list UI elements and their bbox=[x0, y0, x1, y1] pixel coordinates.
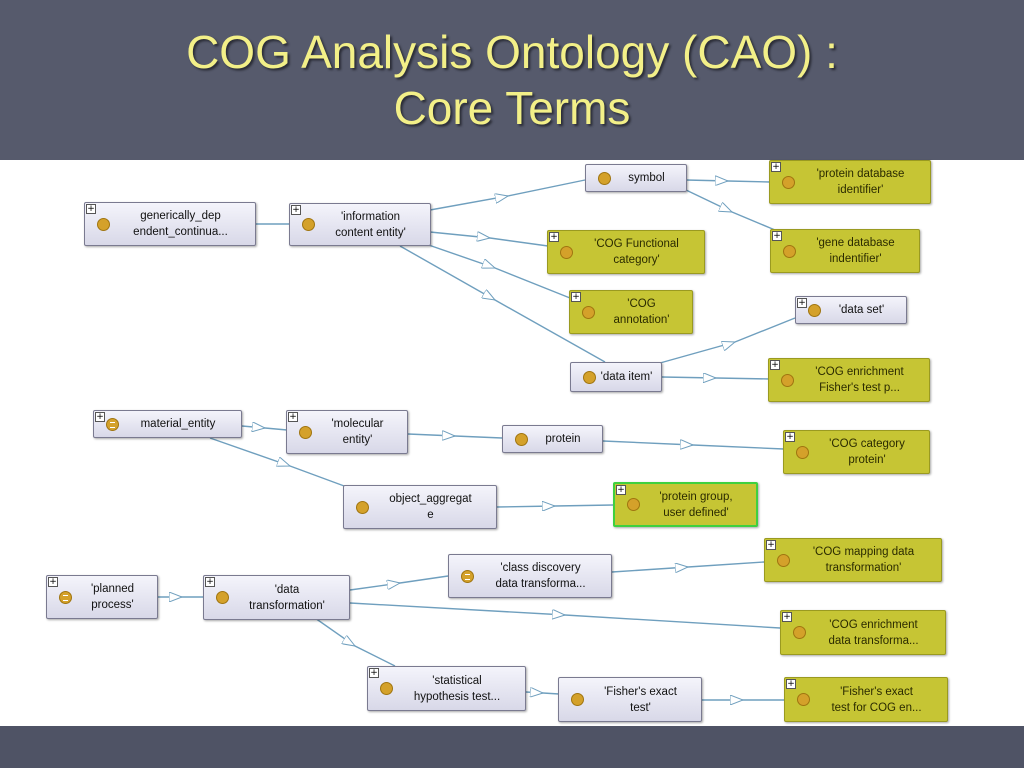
slide-footer-band bbox=[0, 726, 1024, 768]
edge-dt-classdisc bbox=[349, 575, 449, 591]
slide-title: COG Analysis Ontology (CAO) : Core Terms bbox=[0, 24, 1024, 136]
edge-dataitem-fisher bbox=[661, 377, 771, 379]
edge-ice-dataitem bbox=[399, 245, 606, 363]
expand-icon[interactable]: + bbox=[766, 540, 776, 550]
class-icon bbox=[515, 432, 528, 446]
edge-dt-stathyp bbox=[314, 617, 396, 667]
equivalent-class-icon bbox=[461, 569, 474, 583]
expand-icon[interactable]: + bbox=[770, 360, 780, 370]
edge-material-molecular bbox=[241, 426, 288, 430]
class-icon bbox=[216, 591, 229, 604]
expand-icon[interactable]: + bbox=[782, 612, 792, 622]
edge-dt-cogenrich bbox=[349, 602, 781, 629]
individual-icon bbox=[782, 175, 795, 189]
class-icon bbox=[97, 217, 110, 231]
individual-icon bbox=[797, 693, 810, 706]
node-protein[interactable]: protein bbox=[502, 425, 603, 453]
edge-objagg-protgroup bbox=[496, 505, 614, 507]
edge-ice-cogfunc bbox=[429, 231, 549, 247]
expand-icon[interactable]: + bbox=[369, 668, 379, 678]
class-icon bbox=[808, 303, 821, 317]
expand-icon[interactable]: + bbox=[786, 679, 796, 689]
expand-icon[interactable]: + bbox=[785, 432, 795, 442]
expand-icon[interactable]: + bbox=[772, 231, 782, 241]
node-protein-group-user-defined[interactable]: + 'protein group,user defined' bbox=[613, 482, 758, 527]
expand-icon[interactable]: + bbox=[571, 292, 581, 302]
edge-material-objagg bbox=[209, 437, 356, 491]
expand-icon[interactable]: + bbox=[549, 232, 559, 242]
class-icon bbox=[571, 693, 584, 706]
individual-icon bbox=[582, 305, 595, 319]
individual-icon bbox=[793, 626, 806, 639]
node-data-item[interactable]: 'data item' bbox=[570, 362, 662, 392]
edge-symbol-genedb bbox=[685, 189, 776, 231]
edge-protein-cogcat bbox=[602, 441, 785, 449]
expand-icon[interactable]: + bbox=[288, 412, 298, 422]
class-icon bbox=[380, 682, 393, 695]
expand-icon[interactable]: + bbox=[86, 204, 96, 214]
expand-icon[interactable]: + bbox=[616, 485, 626, 495]
individual-icon bbox=[781, 373, 794, 387]
edge-stathyp-fisher bbox=[525, 692, 560, 694]
individual-icon bbox=[777, 553, 790, 567]
slide-title-line-1: COG Analysis Ontology (CAO) : bbox=[186, 26, 838, 78]
expand-icon[interactable]: + bbox=[205, 577, 215, 587]
expand-icon[interactable]: + bbox=[95, 412, 105, 422]
edge-classdisc-cogmap bbox=[611, 561, 765, 572]
class-icon bbox=[356, 500, 369, 514]
equivalent-class-icon bbox=[59, 590, 72, 604]
edge-symbol-proteindb bbox=[685, 180, 771, 182]
expand-icon[interactable]: + bbox=[291, 205, 301, 215]
individual-icon bbox=[560, 245, 573, 259]
edge-ice-cogannot bbox=[419, 241, 571, 299]
slide-title-line-2: Core Terms bbox=[393, 82, 631, 134]
expand-icon[interactable]: + bbox=[771, 162, 781, 172]
class-icon bbox=[598, 171, 611, 185]
node-symbol[interactable]: symbol bbox=[585, 164, 687, 192]
class-icon bbox=[583, 370, 596, 384]
expand-icon[interactable]: + bbox=[48, 577, 58, 587]
edge-dataitem-dataset bbox=[659, 317, 796, 364]
node-material-entity[interactable]: + material_entity bbox=[93, 410, 242, 438]
edge-molecular-protein bbox=[407, 434, 503, 438]
equivalent-class-icon bbox=[106, 417, 119, 431]
class-icon bbox=[299, 425, 312, 439]
graph-edges bbox=[158, 160, 796, 726]
individual-icon bbox=[627, 498, 640, 511]
expand-icon[interactable]: + bbox=[797, 298, 807, 308]
node-data-set[interactable]: + 'data set' bbox=[795, 296, 907, 324]
edge-ice-symbol bbox=[429, 179, 586, 211]
individual-icon bbox=[783, 244, 796, 258]
individual-icon bbox=[796, 445, 809, 459]
class-icon bbox=[302, 218, 315, 231]
